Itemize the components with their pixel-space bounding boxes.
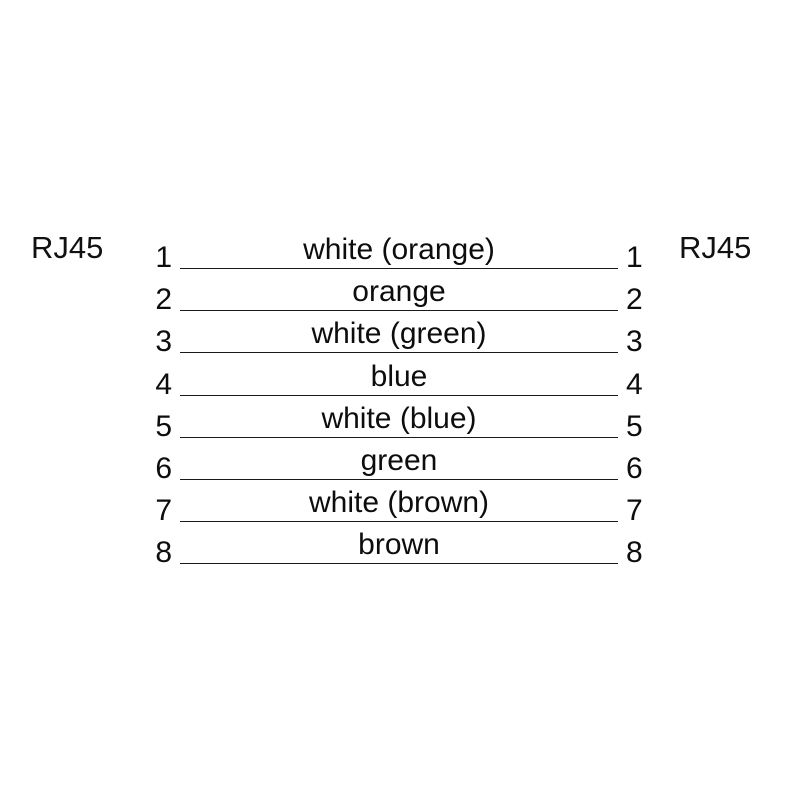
left-pin-number: 2	[155, 283, 172, 317]
wire-color-label: green	[360, 444, 438, 477]
right-pin-number: 1	[626, 241, 643, 274]
right-pin-number: 8	[626, 536, 643, 570]
wire-conductor-line	[180, 268, 618, 269]
left-connector-label: RJ45	[31, 230, 104, 265]
wire-conductor-line	[180, 394, 618, 396]
left-pin-number: 7	[155, 494, 172, 528]
right-pin-number: 4	[626, 367, 643, 401]
left-pin-number: 4	[155, 367, 172, 401]
right-connector-label: RJ45	[679, 230, 752, 265]
right-pin-number: 2	[626, 283, 643, 317]
wire-color-label: white (orange)	[303, 233, 495, 266]
left-pin-number: 1	[155, 241, 172, 274]
wire-color-label: white (blue)	[321, 401, 477, 435]
wire-conductor-line	[180, 310, 618, 312]
left-pin-number: 6	[155, 452, 172, 485]
right-pin-number: 3	[626, 325, 643, 359]
right-pin-number: 7	[626, 494, 643, 528]
wire-color-label: white (brown)	[308, 486, 490, 520]
right-pin-number: 5	[626, 409, 643, 443]
wire-conductor-line	[180, 436, 618, 438]
wire-conductor-line	[180, 521, 618, 523]
left-pin-number: 8	[155, 536, 172, 570]
left-pin-number: 5	[155, 409, 172, 443]
wire-conductor-line	[180, 479, 618, 480]
wire-color-label: brown	[358, 528, 440, 562]
wire-color-label: blue	[370, 359, 428, 393]
right-pin-number: 6	[626, 452, 643, 485]
wire-conductor-line	[180, 563, 618, 565]
left-pin-number: 3	[155, 325, 172, 359]
wire-color-label: white (green)	[311, 317, 487, 351]
wire-conductor-line	[180, 352, 618, 354]
wire-color-label: orange	[352, 275, 446, 309]
